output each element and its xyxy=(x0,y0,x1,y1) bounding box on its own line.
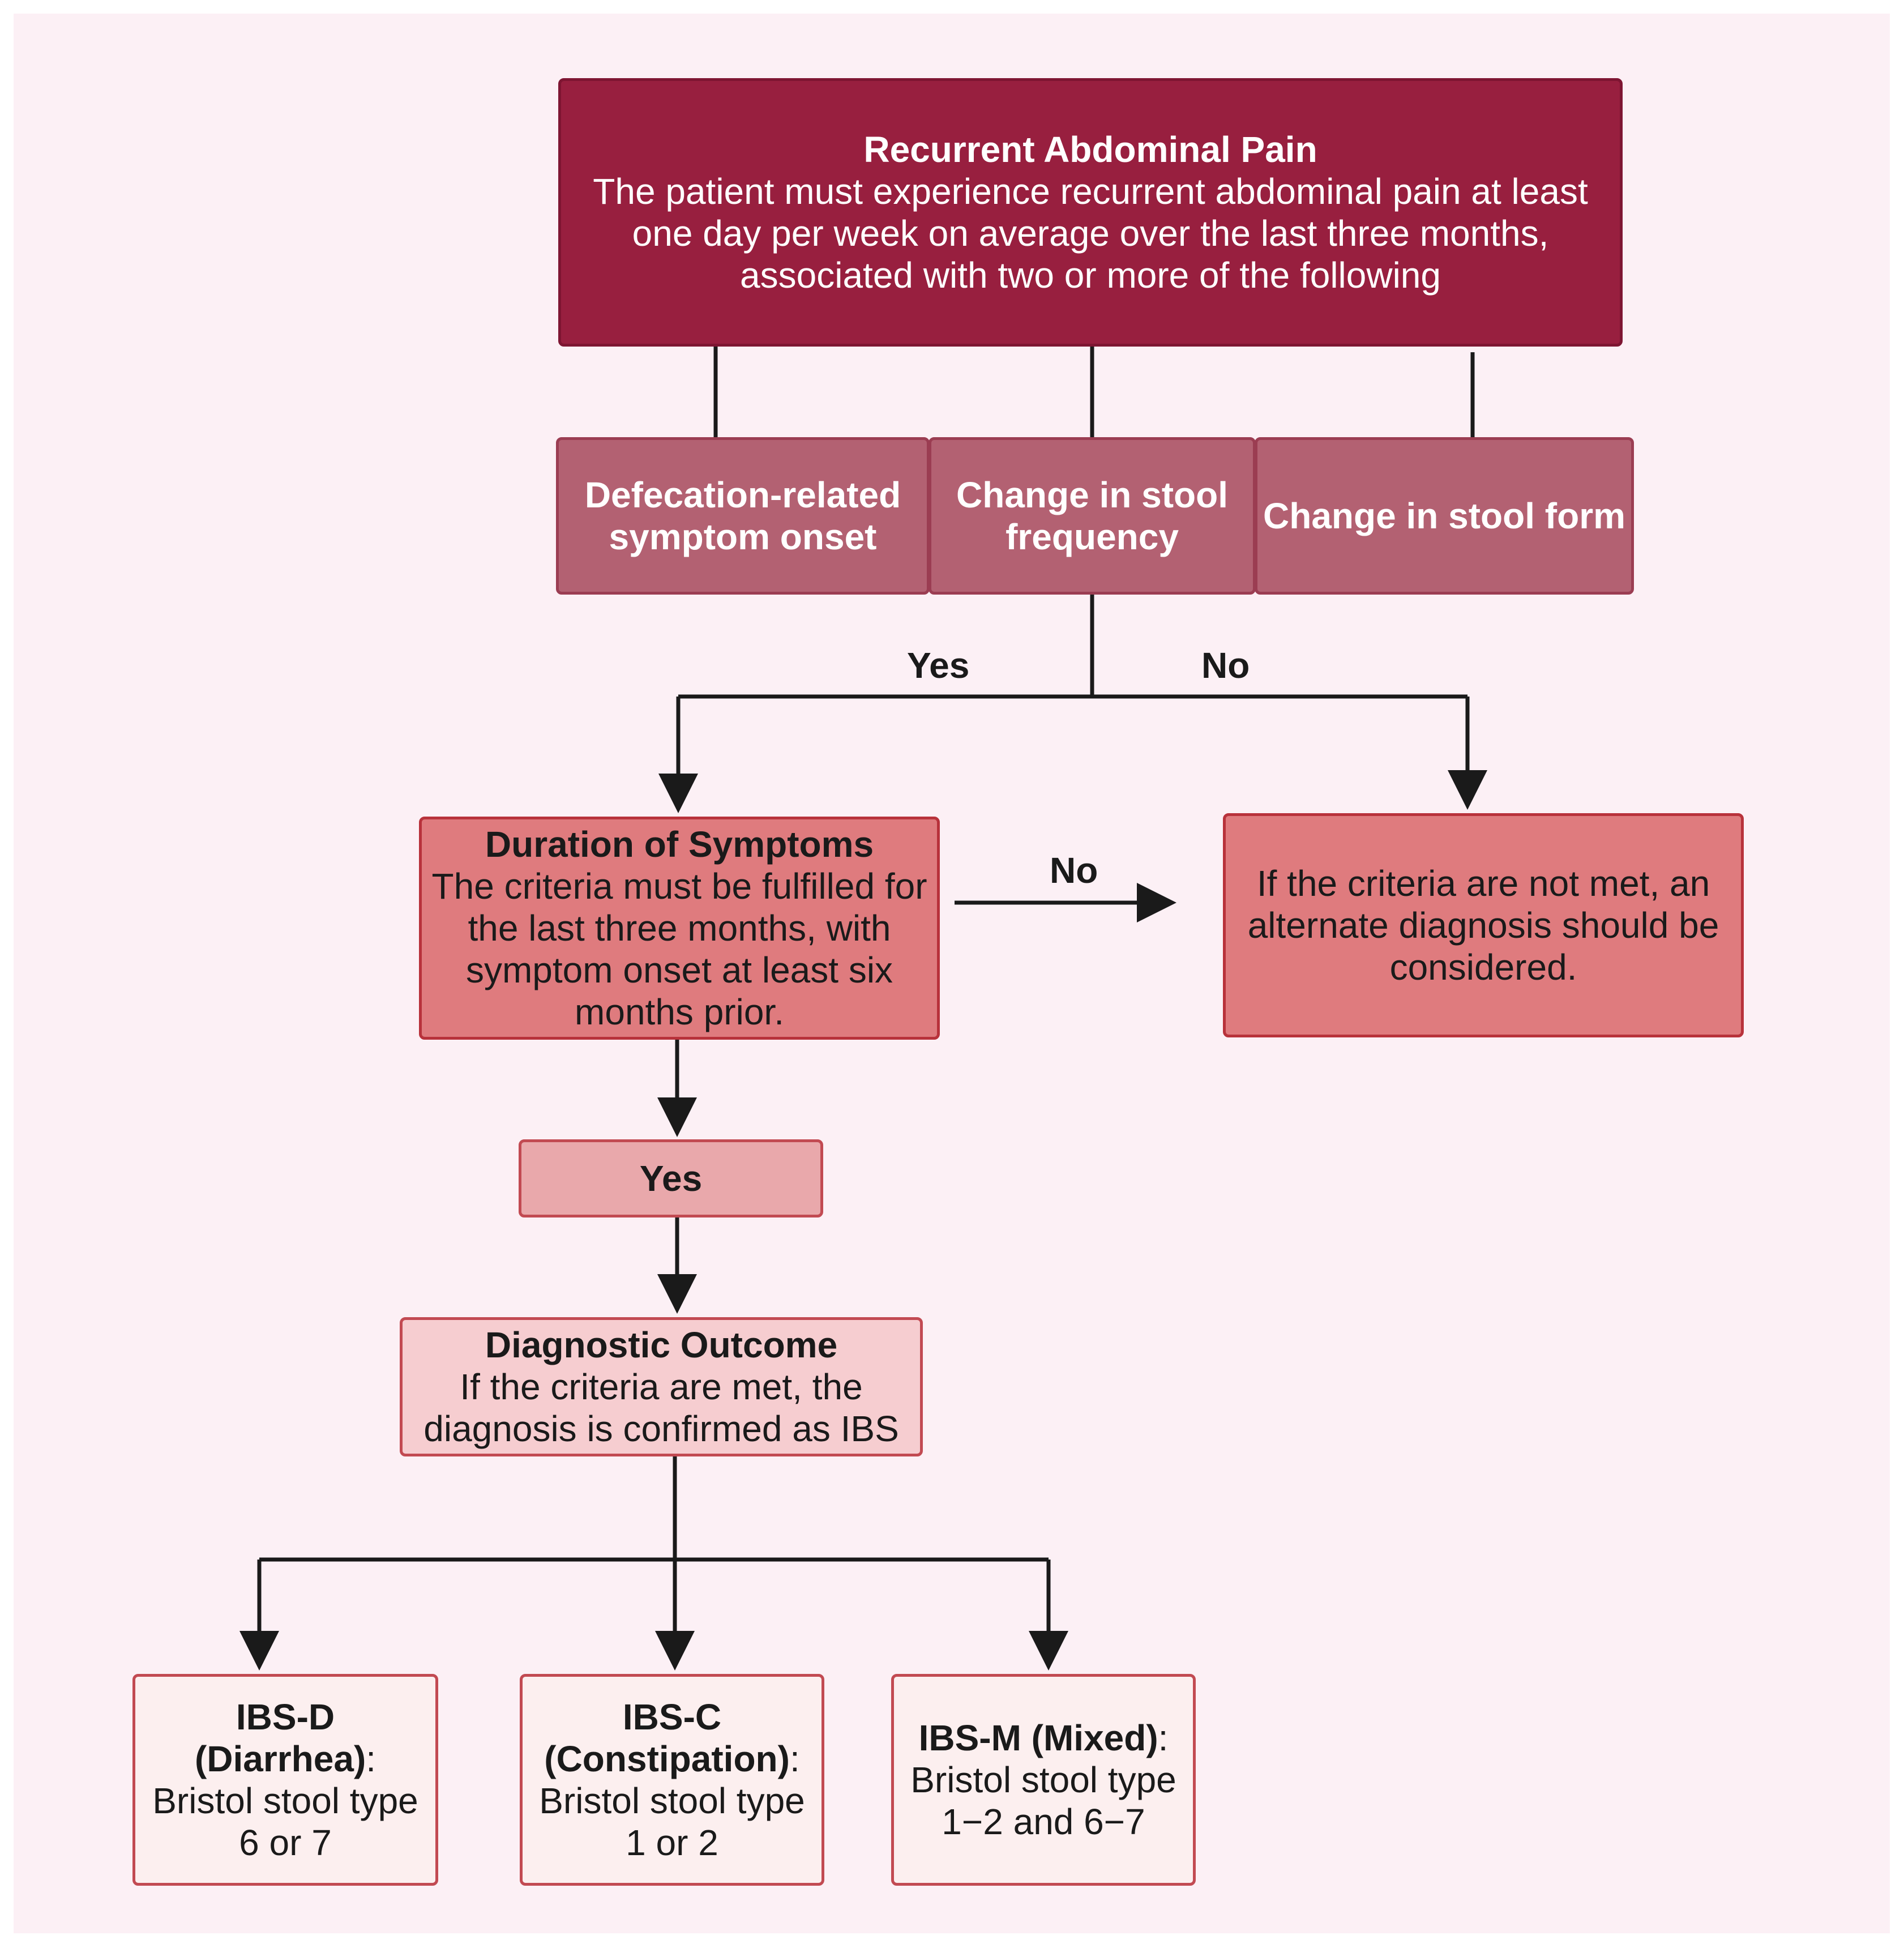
ibs-c-box: IBS-C (Constipation): Bristol stool type… xyxy=(520,1674,824,1886)
criterion-defecation-box: Defecation-related symptom onset xyxy=(556,437,930,595)
ibs-c-heading: IBS-C (Constipation): xyxy=(528,1696,816,1780)
criterion-stool-frequency-label: Change in stool frequency xyxy=(956,475,1228,557)
criterion-stool-form-box: Change in stool form xyxy=(1255,437,1634,595)
ibs-m-heading: IBS-M (Mixed): xyxy=(919,1717,1169,1759)
duration-of-symptoms-title: Duration of Symptoms xyxy=(485,824,874,865)
ibs-d-text: Bristol stool type 6 or 7 xyxy=(152,1780,418,1863)
recurrent-abdominal-pain-title: Recurrent Abdominal Pain xyxy=(863,129,1317,170)
ibs-d-box: IBS-D (Diarrhea): Bristol stool type 6 o… xyxy=(132,1674,438,1886)
yes-box: Yes xyxy=(519,1139,823,1218)
ibs-d-heading: IBS-D (Diarrhea): xyxy=(141,1696,430,1780)
ibs-m-colon: : xyxy=(1158,1718,1169,1758)
ibs-m-box: IBS-M (Mixed): Bristol stool type 1−2 an… xyxy=(891,1674,1196,1886)
diagnostic-outcome-box: Diagnostic Outcome If the criteria are m… xyxy=(400,1317,923,1456)
yes-box-label: Yes xyxy=(639,1158,703,1199)
ibs-c-colon: : xyxy=(789,1738,800,1779)
ibs-m-text: Bristol stool type 1−2 and 6−7 xyxy=(910,1759,1176,1842)
duration-of-symptoms-text: The criteria must be fulfilled for the l… xyxy=(431,866,927,1032)
duration-of-symptoms-box: Duration of Symptoms The criteria must b… xyxy=(419,817,940,1040)
branch-label-no: No xyxy=(1201,645,1250,686)
branch-label-no-duration: No xyxy=(1050,850,1098,891)
criterion-defecation-label: Defecation-related symptom onset xyxy=(584,475,901,557)
diagnostic-outcome-text: If the criteria are met, the diagnosis i… xyxy=(423,1366,899,1449)
recurrent-abdominal-pain-text: The patient must experience recurrent ab… xyxy=(593,171,1588,296)
ibs-d-name: IBS-D (Diarrhea) xyxy=(194,1697,366,1779)
alternate-diagnosis-text: If the criteria are not met, an alternat… xyxy=(1247,863,1719,988)
criterion-stool-form-label: Change in stool form xyxy=(1263,495,1625,536)
ibs-c-text: Bristol stool type 1 or 2 xyxy=(539,1780,805,1863)
criterion-stool-frequency-box: Change in stool frequency xyxy=(929,437,1256,595)
branch-label-yes: Yes xyxy=(907,645,970,686)
ibs-m-name: IBS-M (Mixed) xyxy=(918,1718,1158,1758)
ibs-c-name: IBS-C (Constipation) xyxy=(544,1697,790,1779)
alternate-diagnosis-box: If the criteria are not met, an alternat… xyxy=(1223,813,1744,1037)
recurrent-abdominal-pain-box: Recurrent Abdominal Pain The patient mus… xyxy=(558,78,1623,347)
ibs-d-colon: : xyxy=(366,1738,376,1779)
diagnostic-outcome-title: Diagnostic Outcome xyxy=(485,1325,838,1365)
